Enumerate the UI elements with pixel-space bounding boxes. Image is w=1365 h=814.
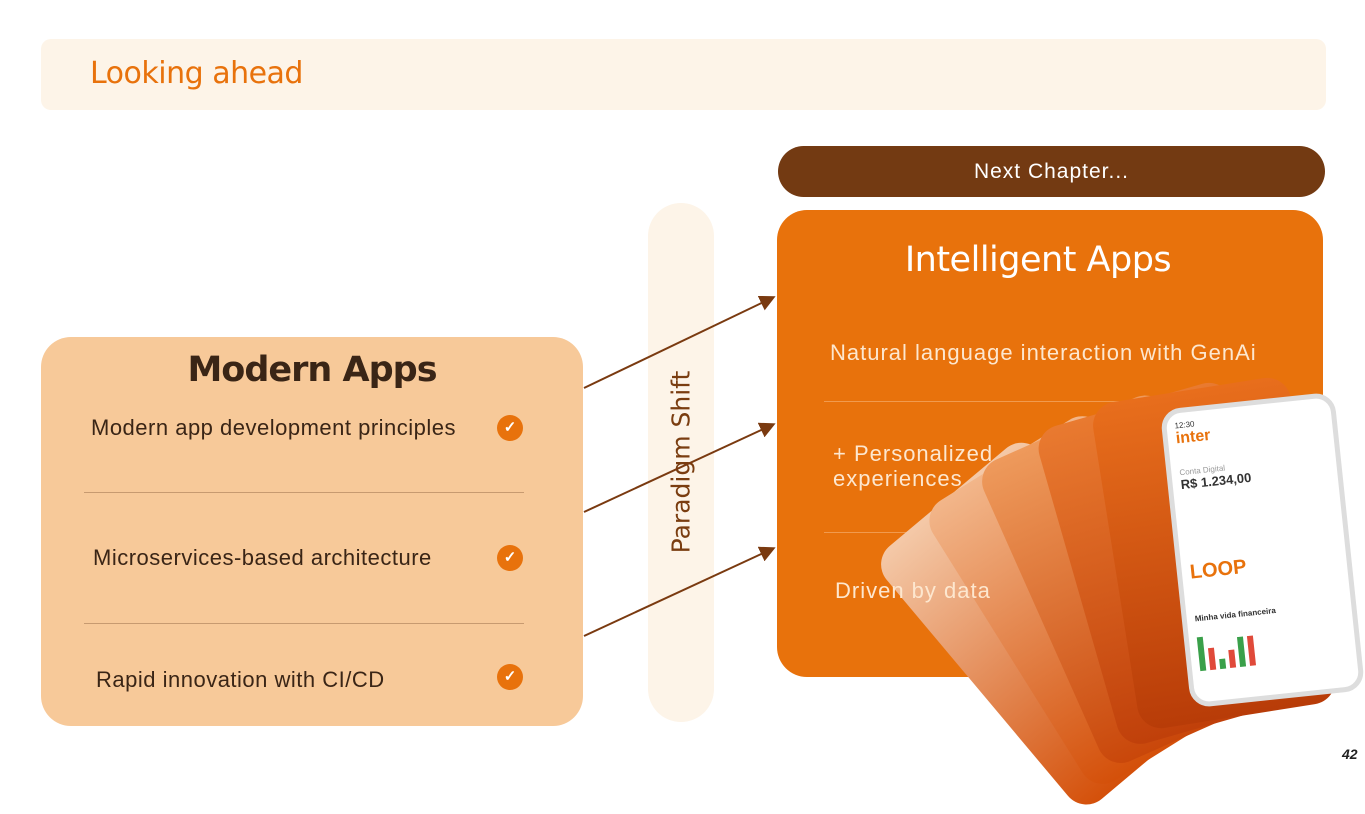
intelligent-item: Driven by data — [835, 578, 991, 603]
intelligent-item: experiences — [833, 466, 963, 491]
divider — [84, 623, 524, 624]
phone-promo: LOOP — [1188, 555, 1248, 584]
page-title: Looking ahead — [90, 56, 303, 91]
divider — [84, 492, 524, 493]
phone-screen: 12:30 inter Conta Digital R$ 1.234,00 LO… — [1159, 391, 1365, 709]
arrow-3 — [583, 546, 776, 637]
arrows — [583, 295, 776, 637]
paradigm-shift-bar — [648, 203, 714, 722]
page-number: 42 — [1342, 746, 1358, 762]
modern-apps-title: Modern Apps — [187, 350, 437, 390]
modern-apps-card — [41, 337, 583, 726]
check-circle-icon: ✓ — [497, 545, 523, 571]
check-circle-icon: ✓ — [497, 664, 523, 690]
modern-item: Modern app development principles — [91, 415, 457, 440]
check-circle-icon: ✓ — [497, 415, 523, 441]
next-chapter-banner: Next Chapter... — [778, 146, 1325, 197]
divider — [824, 401, 1270, 402]
header-bar — [41, 39, 1326, 110]
modern-item: Rapid innovation with CI/CD — [96, 667, 385, 692]
arrow-1 — [583, 295, 776, 389]
phone-illustration: 12:30 inter Conta Digital R$ 1.234,00 LO… — [871, 374, 1365, 814]
intelligent-item: + Personalized — [833, 441, 994, 466]
intelligent-item: Natural language interaction with GenAi — [830, 340, 1257, 365]
phone-mini-chart — [1196, 616, 1348, 672]
modern-item: Microservices-based architecture — [93, 545, 432, 570]
intelligent-apps-title: Intelligent Apps — [904, 240, 1172, 280]
arrow-2 — [583, 422, 776, 513]
